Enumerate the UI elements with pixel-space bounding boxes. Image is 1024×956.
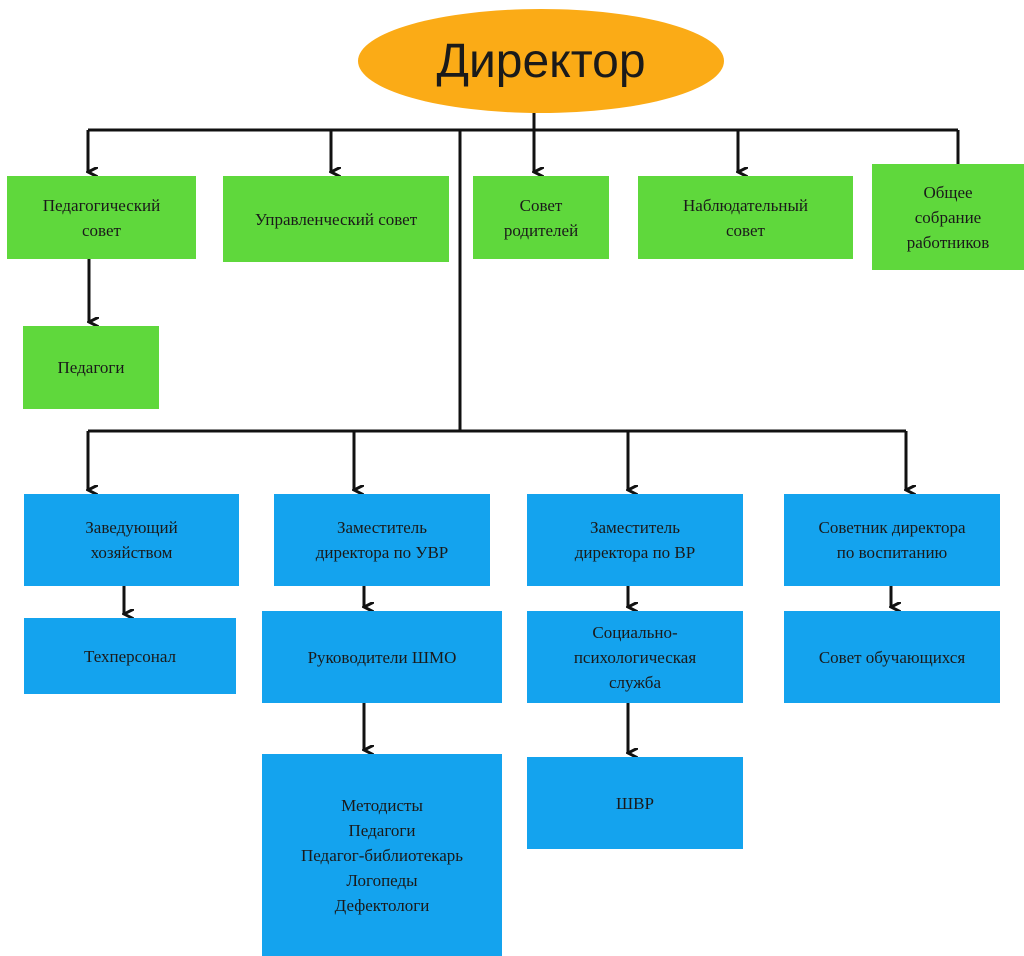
social-psych-box: Социально- психологическая служба — [527, 611, 743, 703]
social-psych-label: Социально- психологическая служба — [573, 622, 697, 692]
deputy-vr-box: Заместитель директора по ВР — [527, 494, 743, 586]
shmo-heads-label: Руководители ШМО — [307, 647, 457, 667]
teachers-box: Педагоги — [23, 326, 159, 409]
parents-council-label: Совет родителей — [503, 195, 579, 240]
methodists-label: Методисты Педагоги Педагог-библиотекарь … — [300, 795, 464, 915]
advisor-label: Советник директора по воспитанию — [818, 518, 966, 562]
pedagogical-council-label: Педагогический совет — [42, 195, 161, 240]
management-council-box: Управленческий совет — [223, 176, 449, 262]
household-manager-label: Заведующий хозяйством — [85, 518, 178, 562]
pedagogical-council-box: Педагогический совет — [7, 176, 196, 259]
supervisory-council-box: Наблюдательный совет — [638, 176, 853, 259]
methodists-box: Методисты Педагоги Педагог-библиотекарь … — [262, 754, 502, 956]
management-council-label: Управленческий совет — [254, 209, 418, 229]
general-meeting-label: Общее собрание работников — [906, 182, 990, 252]
deputy-uvr-box: Заместитель директора по УВР — [274, 494, 490, 586]
director-node: Директор — [358, 9, 724, 113]
parents-council-box: Совет родителей — [473, 176, 609, 259]
students-council-label: Совет обучающихся — [818, 647, 966, 667]
household-manager-box: Заведующий хозяйством — [24, 494, 239, 586]
tech-staff-label: Техперсонал — [83, 646, 177, 666]
general-meeting-box: Общее собрание работников — [872, 164, 1024, 270]
shvr-box: ШВР — [527, 757, 743, 849]
students-council-box: Совет обучающихся — [784, 611, 1000, 703]
teachers-label: Педагоги — [57, 358, 125, 377]
deputy-vr-label: Заместитель директора по ВР — [574, 518, 696, 562]
shvr-label: ШВР — [616, 793, 654, 813]
shmo-heads-box: Руководители ШМО — [262, 611, 502, 703]
director-label: Директор — [436, 34, 646, 88]
advisor-box: Советник директора по воспитанию — [784, 494, 1000, 586]
tech-staff-box: Техперсонал — [24, 618, 236, 694]
deputy-uvr-label: Заместитель директора по УВР — [315, 518, 449, 562]
supervisory-council-label: Наблюдательный совет — [683, 195, 808, 240]
